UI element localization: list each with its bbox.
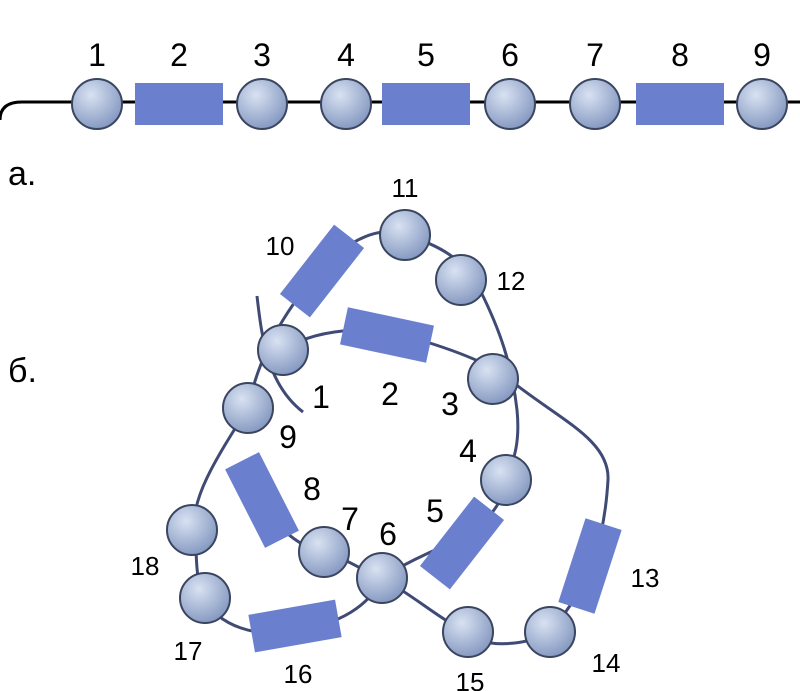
round-bead-a-6: [484, 78, 536, 130]
thread-b-inner-loop: [279, 328, 610, 646]
label-b-1: 1: [312, 379, 330, 415]
strand-a: 1 2 3 4 5 6 7 8 9: [0, 37, 800, 130]
label-b-10: 10: [266, 231, 295, 261]
label-b-14: 14: [592, 648, 621, 678]
label-b-2: 2: [381, 376, 399, 412]
label-b-17: 17: [174, 636, 203, 666]
bugle-bead-a-2: [135, 83, 223, 125]
round-bead-a-4: [320, 78, 372, 130]
round-bead-a-9: [736, 78, 788, 130]
bugle-bead-b-2: [340, 307, 434, 363]
section-label-a: а.: [8, 155, 36, 193]
label-b-3: 3: [441, 386, 459, 422]
round-bead-b-17: [179, 572, 231, 624]
label-b-9: 9: [279, 419, 297, 455]
label-b-11: 11: [392, 173, 419, 203]
bugle-bead-a-5: [382, 83, 470, 125]
label-a-1: 1: [88, 37, 106, 73]
round-bead-b-4: [480, 454, 532, 506]
label-a-2: 2: [170, 37, 188, 73]
strand-a-beads: [71, 78, 788, 130]
round-bead-b-1: [257, 324, 309, 376]
round-bead-a-3: [236, 78, 288, 130]
round-bead-b-6: [356, 552, 408, 604]
strand-b-beads: [166, 209, 622, 658]
thread-a: [0, 100, 800, 121]
bugle-bead-b-10: [279, 224, 365, 318]
label-b-6: 6: [379, 516, 397, 552]
label-b-13: 13: [631, 563, 660, 593]
label-a-8: 8: [671, 37, 689, 73]
label-a-3: 3: [253, 37, 271, 73]
label-b-16: 16: [284, 659, 313, 689]
section-label-b: б.: [8, 352, 37, 390]
bugle-bead-b-16: [248, 599, 342, 653]
bugle-bead-b-5: [419, 496, 505, 590]
label-b-15: 15: [456, 667, 485, 691]
round-bead-b-3: [467, 353, 519, 405]
round-bead-b-18: [166, 504, 218, 556]
bugle-bead-b-13: [558, 518, 622, 614]
strand-a-labels: 1 2 3 4 5 6 7 8 9: [88, 37, 771, 73]
label-b-18: 18: [131, 551, 160, 581]
label-a-7: 7: [586, 37, 604, 73]
label-b-4: 4: [459, 433, 477, 469]
round-bead-b-7: [298, 526, 350, 578]
label-b-8: 8: [303, 471, 321, 507]
round-bead-b-15: [442, 606, 494, 658]
round-bead-b-14: [524, 606, 576, 658]
label-a-6: 6: [501, 37, 519, 73]
label-a-4: 4: [337, 37, 355, 73]
label-b-5: 5: [426, 493, 444, 529]
label-b-7: 7: [341, 501, 359, 537]
label-a-5: 5: [417, 37, 435, 73]
bugle-bead-a-8: [636, 83, 724, 125]
round-bead-b-11: [379, 209, 431, 261]
round-bead-b-9: [222, 382, 274, 434]
bugle-bead-b-8: [225, 452, 299, 548]
round-bead-b-12: [435, 254, 487, 306]
label-b-12: 12: [497, 266, 526, 296]
label-a-9: 9: [753, 37, 771, 73]
round-bead-a-1: [71, 78, 123, 130]
round-bead-a-7: [569, 78, 621, 130]
